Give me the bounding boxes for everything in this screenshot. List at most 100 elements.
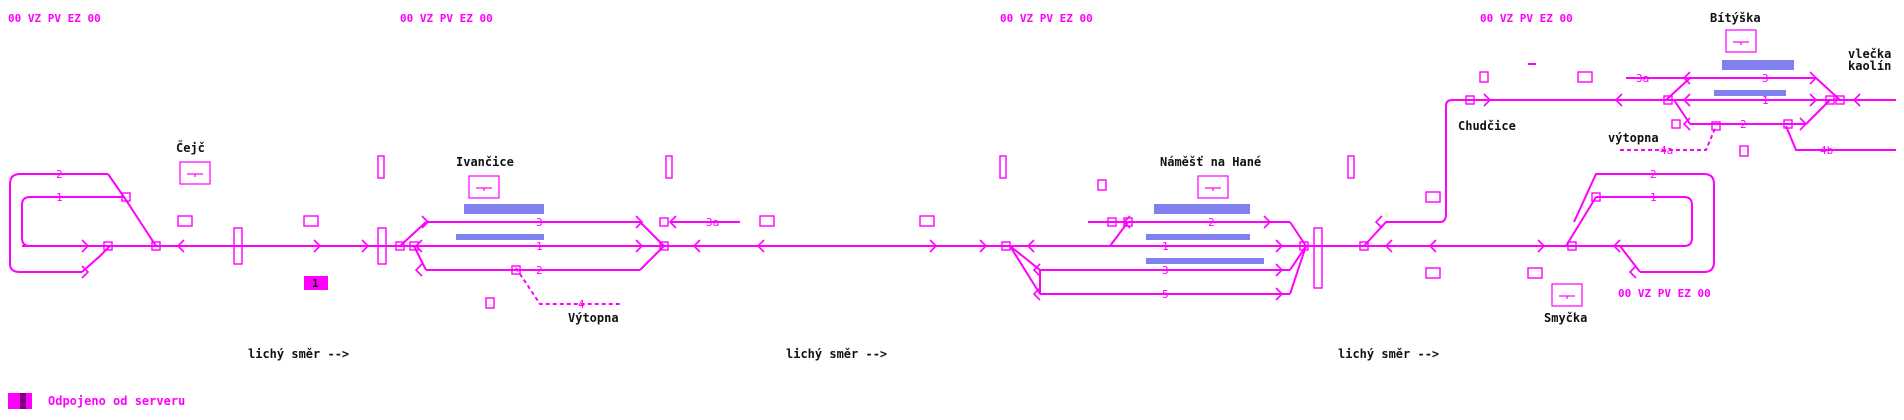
signal-icon — [929, 239, 938, 253]
level-crossing-icon — [1347, 155, 1355, 179]
track-loop-smycka-2 — [1573, 173, 1715, 273]
switch-icon — [1835, 95, 1845, 105]
status-indicator-icon — [8, 393, 32, 409]
station-building-icon[interactable] — [179, 161, 211, 185]
signal-icon — [1032, 287, 1041, 301]
signal-icon — [1809, 93, 1818, 107]
block-marker[interactable] — [304, 276, 328, 290]
level-crossing-icon — [665, 155, 673, 179]
level-crossing-icon — [485, 297, 495, 309]
switch-icon — [1359, 241, 1369, 251]
track-cejc-diag — [107, 173, 157, 247]
track-chudcice-branch — [1363, 99, 1860, 247]
depot-label-vytopna-lower: Výtopna — [568, 311, 619, 325]
station-building-icon[interactable] — [1725, 29, 1757, 53]
track-number: 1 — [1162, 240, 1169, 253]
track-number: 1 — [1650, 191, 1657, 204]
direction-label-3: lichý směr --> — [1338, 347, 1439, 361]
level-crossing-icon — [1313, 227, 1323, 289]
level-crossing-icon — [999, 155, 1007, 179]
siding-label-vlecka-line2: kaolín — [1848, 59, 1891, 73]
signal-icon — [1384, 239, 1393, 253]
switch-icon — [1567, 241, 1577, 251]
track-loop-cejc-1 — [21, 196, 124, 247]
switch-icon — [103, 241, 113, 251]
track-loop-smycka-1 — [1596, 196, 1693, 247]
signal-icon — [1428, 239, 1437, 253]
switch-icon — [1465, 95, 1475, 105]
signal-icon — [1682, 117, 1691, 131]
signal-icon — [81, 265, 90, 279]
signal-icon — [1852, 93, 1861, 107]
switch-icon — [1123, 217, 1133, 227]
track-loop-cejc-2 — [9, 173, 108, 273]
level-crossing-icon — [1577, 71, 1593, 83]
level-crossing-icon — [1425, 267, 1441, 279]
level-crossing-icon — [759, 215, 775, 227]
crossings[interactable] — [177, 71, 1749, 309]
switches[interactable] — [103, 95, 1845, 275]
signal-icon — [1483, 93, 1492, 107]
level-crossing-icon — [377, 155, 385, 179]
track-number: 3a — [706, 216, 719, 229]
connection-status: Odpojeno od serveru — [8, 392, 185, 410]
track-vytopna-4 — [515, 267, 620, 305]
track-smycka-diag — [1565, 196, 1597, 247]
switch-icon — [409, 241, 419, 251]
track-number: 2 — [1208, 216, 1215, 229]
platform — [1146, 234, 1250, 240]
switch-icon — [1001, 241, 1011, 251]
station-building-icon[interactable] — [1197, 175, 1229, 199]
track-number: 2 — [56, 168, 63, 181]
switch-icon — [395, 241, 405, 251]
level-crossing-icon — [377, 227, 387, 265]
signal-icon — [979, 239, 988, 253]
signal-icon — [313, 239, 322, 253]
track-bityska-4a — [1620, 125, 1717, 151]
switch-icon — [1107, 217, 1117, 227]
track-namest-sw-right — [1289, 221, 1307, 295]
track-number: 3 — [1762, 72, 1769, 85]
signal-icon — [1026, 239, 1035, 253]
track-number: 2 — [1740, 118, 1747, 131]
switch-icon — [121, 192, 131, 202]
depot-label-vytopna-upper: výtopna — [1608, 131, 1659, 145]
platform — [1146, 258, 1264, 264]
switch-icon — [1825, 95, 1835, 105]
track-number: 2 — [1650, 168, 1657, 181]
station-building-icon[interactable] — [468, 175, 500, 199]
switch-icon — [1783, 119, 1793, 129]
station-label-ivancice: Ivančice — [456, 155, 514, 169]
switch-icon — [659, 217, 669, 227]
track-bityska-4b — [1785, 125, 1896, 151]
level-crossing-icon — [1097, 179, 1107, 191]
station-building-icon[interactable] — [1551, 283, 1583, 307]
status-text: Odpojeno od serveru — [48, 394, 186, 408]
signal-icon — [1612, 239, 1621, 253]
track-number: 3 — [536, 216, 543, 229]
signal-icon — [1682, 93, 1691, 107]
status-code-3: 00 VZ PV EZ 00 — [1000, 12, 1093, 25]
station-label-namest: Náměšť na Hané — [1160, 155, 1261, 169]
level-crossing-icon — [1425, 191, 1441, 203]
track-number: 5 — [1162, 288, 1169, 301]
level-crossing-icon — [919, 215, 935, 227]
track-number: 4 — [578, 298, 585, 311]
signal-icon — [1263, 215, 1272, 229]
platform — [1154, 204, 1250, 214]
track-number: 1 — [1762, 94, 1769, 107]
switch-icon — [1711, 121, 1721, 131]
signal-icon — [1275, 239, 1284, 253]
signals[interactable] — [81, 71, 1861, 301]
status-code-2: 00 VZ PV EZ 00 — [400, 12, 493, 25]
status-code-1: 00 VZ PV EZ 00 — [8, 12, 101, 25]
direction-label-2: lichý směr --> — [786, 347, 887, 361]
level-crossing-icon — [1739, 145, 1749, 157]
signal-icon — [1682, 71, 1691, 85]
signal-icon — [1374, 215, 1383, 229]
signal-icon — [361, 239, 370, 253]
signal-icon — [635, 215, 644, 229]
signal-icon — [1275, 263, 1284, 277]
